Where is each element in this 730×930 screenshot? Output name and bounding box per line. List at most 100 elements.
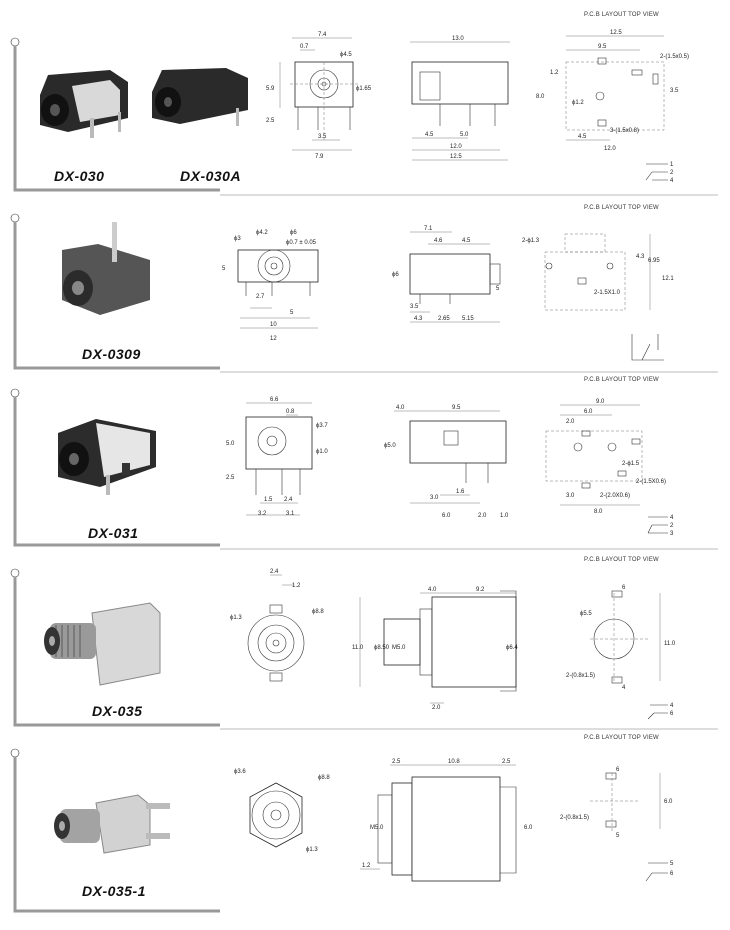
dimension-label: ϕ3.7 (316, 423, 328, 429)
dimension-label: 2.7 (256, 294, 265, 300)
dimension-label: 2-(1.5X0.6) (636, 479, 666, 485)
pcb-layout-dx-030: 12.5 9.5 2-(1.5x0.5) 1.2 8.0 ϕ1.2 3.5 4.… (536, 30, 689, 184)
dimension-label: 11.0 (664, 641, 676, 647)
photo-dx-031 (58, 419, 156, 495)
dimension-label: 2.0 (478, 513, 487, 519)
front-view-dx-031: 6.6 0.8 ϕ3.7 5.0 ϕ1.0 2.5 1.5 2.4 3.2 3.… (226, 397, 328, 517)
dimension-label: ϕ1.3 (230, 615, 242, 621)
dimension-label: 4.6 (434, 238, 443, 244)
pin-schematic-icon (645, 862, 668, 882)
dimension-label: 4.0 (396, 405, 405, 411)
dimension-label: 5.0 (226, 441, 235, 447)
dimension-label: 12.0 (604, 146, 616, 152)
dimension-label: 12.5 (450, 154, 462, 160)
photo-dx-035 (44, 602, 161, 686)
dimension-label: 12.0 (450, 144, 462, 150)
dimension-label: 2-(0.8x1.5) (566, 673, 595, 679)
model-label-dx-035-1: DX-035-1 (82, 883, 146, 899)
pcb-layout-header: P.C.B LAYOUT TOP VIEW (584, 735, 659, 741)
dimension-label: 4.5 (578, 134, 587, 140)
dimension-label: ϕ8.8 (312, 609, 324, 615)
photo-dx-030 (40, 70, 128, 138)
dimension-label: 1.5 (264, 497, 273, 503)
section-dx-0309: P.C.B LAYOUT TOP VIEW ϕ4.2 (0, 200, 730, 375)
dimension-label: 4.3 (636, 254, 645, 260)
pcb-layout-dx-0309: 2-ϕ1.3 4.3 6.95 12.1 2-1.5X1.0 (522, 233, 674, 361)
dimension-label: 5 (670, 861, 674, 867)
dimension-label: 3-(1.5x0.8) (610, 128, 639, 134)
bracket-ring-icon (10, 213, 20, 223)
dimension-label: 3.5 (318, 134, 327, 140)
dimension-label: 6 (616, 767, 620, 773)
front-view-dx-035-1: ϕ3.6 ϕ8.8 ϕ1.3 (234, 769, 330, 853)
dimension-label: ϕ5.5 (580, 611, 592, 617)
model-label-dx-035: DX-035 (92, 703, 143, 719)
dimension-label: 1.0 (500, 513, 509, 519)
side-view-dx-0309: 7.1 4.6 4.5 ϕ6 5 3.5 4.3 2.65 5.15 (392, 226, 501, 323)
dimension-label: 1.2 (292, 583, 301, 589)
dimension-label: ϕ8.8 (318, 775, 330, 781)
dimension-label: 3.1 (286, 511, 295, 517)
dimension-label: 12.5 (610, 30, 622, 36)
dimension-label: ϕ6 (392, 272, 399, 278)
dimension-label: 2.5 (266, 118, 275, 124)
bracket-ring-icon (10, 388, 20, 398)
section-dx-031: P.C.B LAYOUT TOP VIEW (0, 375, 730, 553)
dimension-label: 12.1 (662, 276, 674, 282)
dimension-label: 8.0 (536, 94, 545, 100)
pcb-layout-dx-031: 9.0 6.0 2.0 2-ϕ1.5 2-(1.5X0.6) 3.0 2-(2.… (545, 399, 674, 537)
dimension-label: 2-(1.5x0.5) (660, 54, 689, 60)
section-2-drawing: ϕ4.2 ϕ6 ϕ3 ϕ0.7 ± 0.05 5 2.7 5 10 12 7.1… (10, 213, 718, 373)
dimension-label: 8.0 (594, 509, 603, 515)
dimension-label: 4.5 (425, 132, 434, 138)
dimension-label: 4.0 (428, 587, 437, 593)
dimension-label: 2.4 (270, 569, 279, 575)
dimension-label: 5 (496, 286, 500, 292)
dimension-label: ϕ3 (234, 236, 241, 242)
dimension-label: 2.4 (284, 497, 293, 503)
section-4-drawing: 2.4 1.2 ϕ1.3 ϕ8.8 4.0 9.2 11.0 ϕ8.50 M5.… (10, 568, 718, 730)
section-1-drawing: 7.4 0.7 ϕ4.5 5.9 ϕ1.65 2.5 3.5 7.9 13.0 … (10, 30, 718, 196)
dimension-label: 11.0 (352, 645, 364, 651)
dimension-label: 4.5 (462, 238, 471, 244)
dimension-label: 0.7 (300, 44, 309, 50)
dimension-label: 2-(2.0X0.6) (600, 493, 630, 499)
dimension-label: ϕ1.2 (572, 100, 584, 106)
dimension-label: 4 (670, 515, 674, 521)
front-view-dx-030: 7.4 0.7 ϕ4.5 5.9 ϕ1.65 2.5 3.5 7.9 (266, 32, 372, 160)
model-label-dx-030a: DX-030A (180, 168, 242, 184)
dimension-label: 7.1 (424, 226, 433, 232)
bracket-ring-icon (10, 37, 20, 47)
dimension-label: 6 (622, 585, 626, 591)
dimension-label: 7.9 (315, 154, 324, 160)
front-view-dx-0309: ϕ4.2 ϕ6 ϕ3 ϕ0.7 ± 0.05 5 2.7 5 10 12 (222, 230, 319, 342)
photo-dx-0309 (62, 222, 150, 315)
bracket-ring-icon (10, 568, 20, 578)
model-label-dx-030: DX-030 (54, 168, 105, 184)
dimension-label: 0.8 (286, 409, 295, 415)
dimension-label: ϕ1.3 (306, 847, 318, 853)
front-view-dx-035: 2.4 1.2 ϕ1.3 ϕ8.8 (230, 569, 324, 682)
dimension-label: 2-ϕ1.5 (622, 461, 640, 467)
dimension-label: 9.5 (598, 44, 607, 50)
model-label-dx-0309: DX-0309 (82, 346, 141, 362)
section-dx-030: P.C.B LAYOUT TOP VIEW (0, 0, 730, 200)
dimension-label: 12 (270, 336, 277, 342)
dimension-label: 3.2 (258, 511, 267, 517)
dimension-label: 3.5 (410, 304, 419, 310)
dimension-label: 2 (670, 170, 674, 176)
dimension-label: 1.6 (456, 489, 465, 495)
dimension-label: 2 (670, 523, 674, 529)
dimension-label: 1.2 (362, 863, 371, 869)
dimension-label: ϕ0.7 ± 0.05 (286, 240, 317, 246)
section-3-drawing: 6.6 0.8 ϕ3.7 5.0 ϕ1.0 2.5 1.5 2.4 3.2 3.… (10, 388, 718, 550)
dimension-label: 3.5 (670, 88, 679, 94)
pcb-layout-header: P.C.B LAYOUT TOP VIEW (584, 557, 659, 563)
dimension-label: 2-1.5X1.0 (594, 290, 621, 296)
dimension-label: 3.0 (430, 495, 439, 501)
dimension-label: 6 (670, 711, 674, 717)
pin-schematic-icon (645, 163, 668, 181)
pcb-layout-header: P.C.B LAYOUT TOP VIEW (584, 377, 659, 383)
side-view-dx-035: 4.0 9.2 11.0 ϕ8.50 M5.0 ϕ6.4 2.0 (352, 587, 518, 711)
model-label-dx-031: DX-031 (88, 525, 139, 541)
